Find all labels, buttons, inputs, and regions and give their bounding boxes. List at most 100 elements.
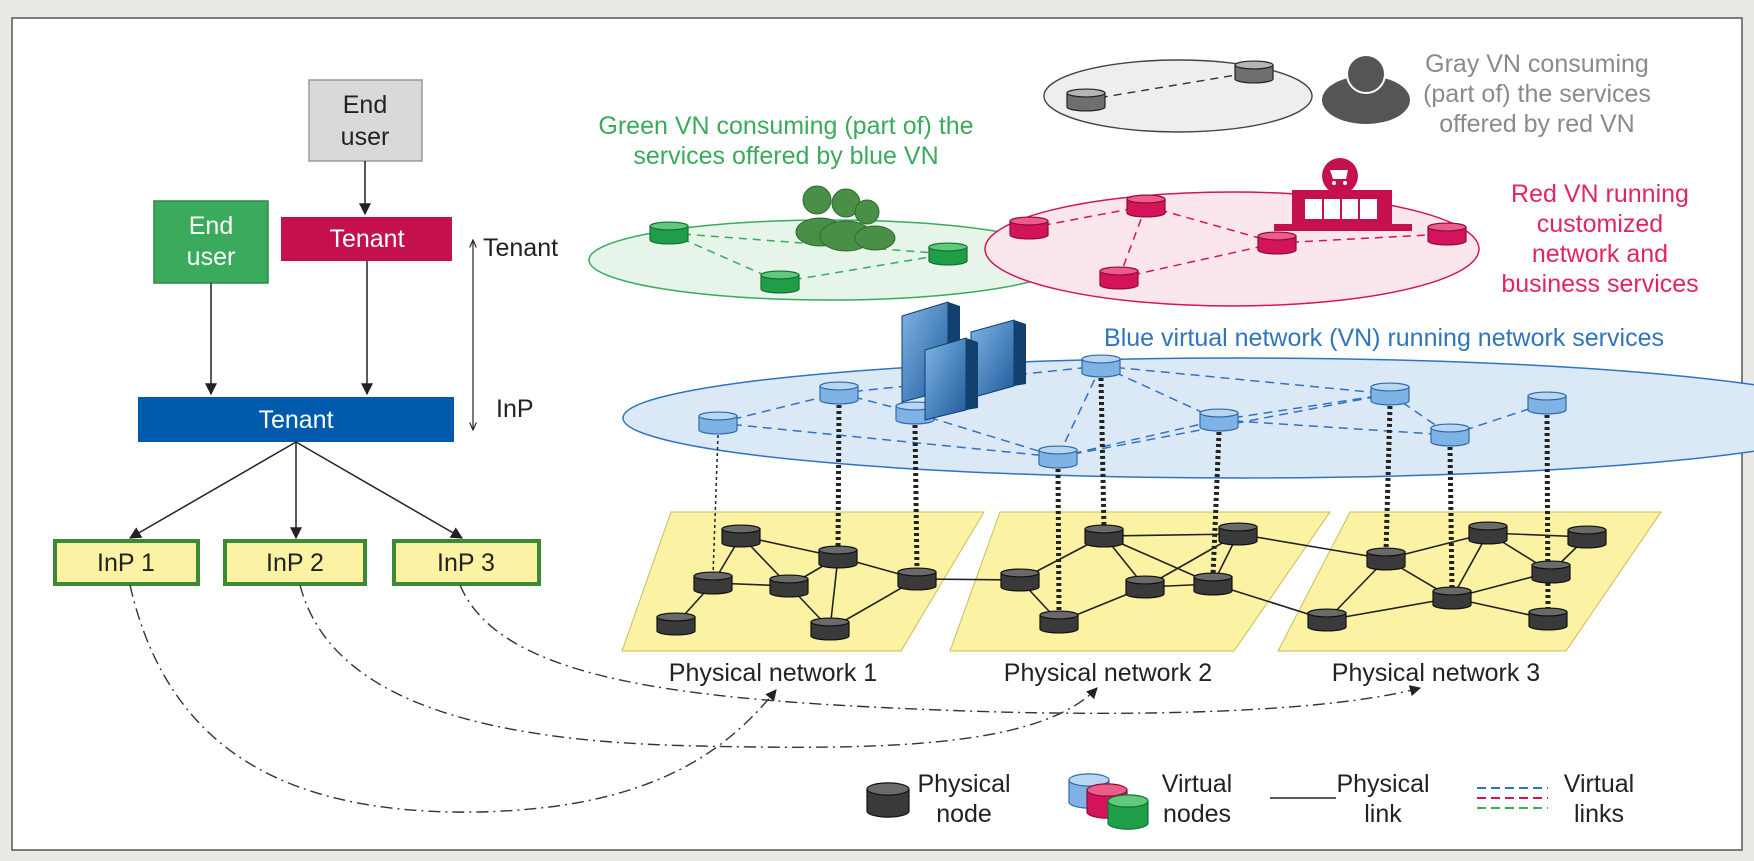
inp-3-label: InP 3: [437, 549, 495, 577]
physical-node: [1366, 547, 1406, 571]
red-virtual-node: [1427, 222, 1467, 246]
tenant-top-label: Tenant: [329, 225, 404, 253]
red-vn-ellipse: [984, 191, 1480, 307]
gray-vn-caption-3: offered by red VN: [1439, 110, 1634, 138]
blue-virtual-node: [1370, 382, 1410, 406]
tenant-main-label: Tenant: [258, 406, 333, 434]
tenant-main-box: [138, 397, 454, 442]
physical-node: [1432, 586, 1472, 610]
arrow-tenant-to-inp1: [128, 441, 297, 539]
physical-node: [1000, 568, 1040, 592]
curve-inp1-to-physical-1: [129, 584, 777, 813]
annotations: Green VN consuming (part of) the service…: [598, 50, 1698, 687]
blue-virtual-nodes: [698, 354, 1567, 469]
data-center-icon: [901, 301, 1026, 421]
green-virtual-node: [928, 242, 968, 266]
red-virtual-node: [1257, 231, 1297, 255]
physical-node: [1193, 572, 1233, 596]
inp-3-box: [392, 539, 541, 586]
red-virtual-node: [1009, 216, 1049, 240]
physical-node: [769, 574, 809, 598]
legend-physical-link-label-1: Physical: [1336, 770, 1429, 798]
red-vn-caption-2: customized: [1537, 210, 1663, 238]
inp-1-box: [53, 539, 200, 586]
physical-node: [693, 571, 733, 595]
physical-nodes: [656, 521, 1607, 641]
physical-node: [656, 612, 696, 636]
inp-2-box: [223, 539, 367, 586]
inp-1-label: InP 1: [97, 549, 155, 577]
red-vn-caption-4: business services: [1501, 270, 1698, 298]
inp-2-label: InP 2: [266, 549, 324, 577]
red-vn-caption-3: network and: [1532, 240, 1668, 268]
store-icon: [1274, 158, 1412, 231]
physical-node: [897, 567, 937, 591]
legend-virtual-links-label-1: Virtual: [1564, 770, 1634, 798]
blue-virtual-node: [1081, 354, 1121, 378]
blue-virtual-node: [1199, 408, 1239, 432]
tenant-top-box: [281, 217, 452, 261]
physical-node: [1125, 575, 1165, 599]
physical-node: [1218, 522, 1258, 546]
blue-virtual-node: [1527, 391, 1567, 415]
legend-physical-node-label-1: Physical: [917, 770, 1010, 798]
legend-virtual-nodes-label-1: Virtual: [1162, 770, 1232, 798]
legend-virtual-links-label-2: links: [1574, 800, 1624, 828]
curve-inp3-to-physical-3: [459, 584, 1422, 715]
gray-vn: [1043, 54, 1410, 133]
green-vn-caption-2: services offered by blue VN: [633, 142, 938, 170]
axis-inp-label: InP: [496, 395, 534, 423]
curve-inp2-to-physical-2: [299, 584, 1098, 748]
physical-network-1-label: Physical network 1: [669, 659, 877, 687]
end-user-top-label-2: user: [341, 123, 390, 151]
blue-vn-ellipse: [622, 357, 1754, 479]
red-virtual-node: [1099, 266, 1139, 290]
blue-virtual-node: [1430, 423, 1470, 447]
gray-virtual-node: [1234, 60, 1274, 84]
red-vn-caption-1: Red VN running: [1511, 180, 1689, 208]
hierarchy-panel: End user End user Tenant Tenant InP 1 In…: [53, 79, 558, 586]
inp-mapping-curves: [129, 584, 1422, 813]
person-icon: [1322, 54, 1410, 124]
gray-vn-caption-1: Gray VN consuming: [1425, 50, 1649, 78]
green-vn: [588, 185, 1070, 301]
legend: Physical node Virtual nodes Physical lin…: [866, 770, 1634, 830]
end-user-top-label-1: End: [343, 91, 387, 119]
physical-node: [1307, 608, 1347, 632]
overlay-virtual-nodes: [649, 60, 1467, 294]
gray-vn-caption-2: (part of) the services: [1423, 80, 1651, 108]
end-user-left-label-2: user: [187, 243, 236, 271]
physical-node: [810, 617, 850, 641]
legend-physical-node: [866, 782, 910, 818]
legend-virtual-nodes-label-2: nodes: [1163, 800, 1231, 828]
physical-network-2-label: Physical network 2: [1004, 659, 1212, 687]
physical-node: [818, 545, 858, 569]
green-virtual-node: [649, 221, 689, 245]
legend-green-node: [1107, 794, 1149, 830]
blue-virtual-node: [698, 411, 738, 435]
physical-node: [1084, 524, 1124, 548]
physical-network-3-label: Physical network 3: [1332, 659, 1540, 687]
gray-virtual-node: [1066, 88, 1106, 112]
legend-physical-node-label-2: node: [936, 800, 992, 828]
physical-node: [1567, 525, 1607, 549]
blue-vn-caption: Blue virtual network (VN) running networ…: [1104, 324, 1664, 352]
axis-tenant-label: Tenant: [483, 234, 558, 262]
blue-virtual-node: [1038, 445, 1078, 469]
legend-virtual-links-lines: [1477, 787, 1548, 809]
green-vn-caption-1: Green VN consuming (part of) the: [598, 112, 973, 140]
legend-virtual-nodes-icon: [1068, 773, 1149, 830]
legend-physical-node-icon: [866, 782, 910, 818]
physical-node: [1528, 607, 1568, 631]
legend-physical-link-label-2: link: [1364, 800, 1402, 828]
users-group-icon: [795, 185, 896, 252]
physical-node: [721, 524, 761, 548]
end-user-top-box: [308, 79, 423, 162]
end-user-left-box: [153, 200, 269, 284]
arrow-tenant-to-inp3: [295, 441, 464, 539]
end-user-left-label-1: End: [189, 212, 233, 240]
green-virtual-node: [760, 270, 800, 294]
physical-node: [1039, 610, 1079, 634]
physical-node: [1468, 521, 1508, 545]
